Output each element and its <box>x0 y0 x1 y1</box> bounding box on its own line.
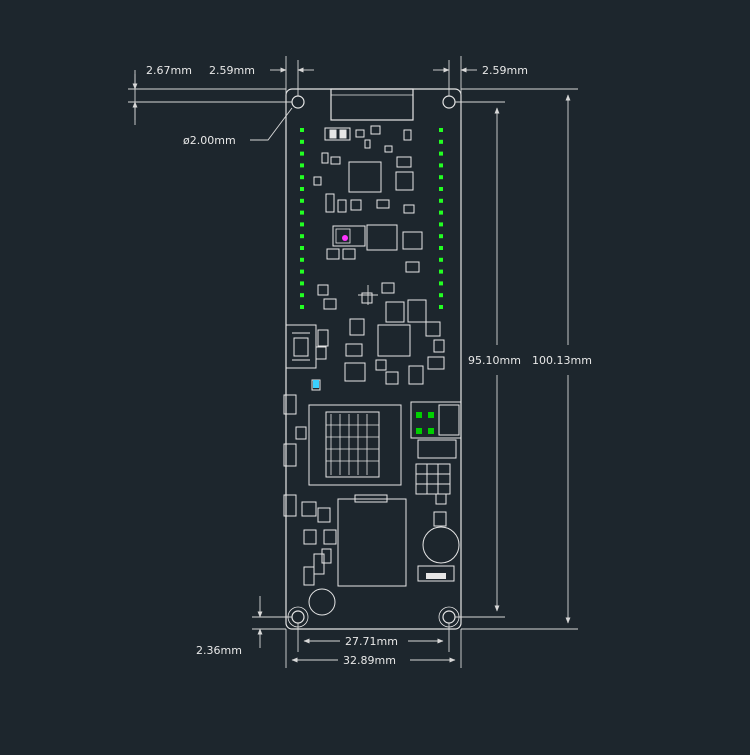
rf-module <box>332 225 366 247</box>
jumper-1 <box>283 394 297 415</box>
tactile-button <box>308 588 336 616</box>
dim-hole-span-width: 27.71mm <box>345 635 398 648</box>
pad-right <box>439 234 443 239</box>
dim-top-left-edge: 2.67mm <box>146 64 192 77</box>
pad-right <box>439 269 443 274</box>
pad-right <box>439 293 443 298</box>
pin-header-pads <box>300 128 443 309</box>
smd-part <box>324 127 351 141</box>
dim-top-left-hole: 2.59mm <box>209 64 255 77</box>
pad-right <box>439 305 443 309</box>
pin1-marker <box>342 235 348 241</box>
dimension-labels: 2.67mm 2.59mm 2.59mm ø2.00mm 95.10mm 100… <box>146 64 592 667</box>
mount-hole-bottom-right <box>442 610 456 624</box>
pad-right <box>439 139 443 144</box>
top-connector <box>330 88 414 121</box>
display-module <box>308 404 402 486</box>
pad-right <box>439 151 443 156</box>
sd-card-slot <box>337 498 407 587</box>
pad-left <box>300 151 304 156</box>
pad-left <box>300 210 304 215</box>
right-module <box>410 401 462 439</box>
pad-left <box>300 175 304 180</box>
pad-left <box>300 293 304 298</box>
jumper-3 <box>283 494 297 517</box>
ic-chip-3 <box>377 324 411 357</box>
ic-chip-1 <box>348 161 382 193</box>
pad-right <box>439 222 443 227</box>
pad-right <box>439 198 443 203</box>
pad-left <box>300 269 304 274</box>
dim-hole-span-height: 95.10mm <box>468 354 521 367</box>
pad-right <box>439 128 443 132</box>
pad-left <box>300 198 304 203</box>
dimension-lines <box>128 56 578 668</box>
antenna-chip <box>417 565 455 582</box>
display-grid <box>326 414 379 475</box>
pad-left <box>300 234 304 239</box>
ic-chip-2 <box>402 231 423 250</box>
pad-right <box>439 163 443 168</box>
pad-left <box>300 163 304 168</box>
dim-hole-diameter: ø2.00mm <box>183 134 236 147</box>
dim-board-height: 100.13mm <box>532 354 592 367</box>
pad-left <box>300 305 304 309</box>
pad-left <box>300 187 304 191</box>
pad-left <box>300 246 304 250</box>
accents <box>313 235 446 579</box>
pad-left <box>300 222 304 227</box>
pad-left <box>300 281 304 286</box>
dim-top-right-hole: 2.59mm <box>482 64 528 77</box>
pad-right <box>439 175 443 180</box>
buzzer <box>422 526 460 564</box>
mount-hole-top-left <box>291 95 305 109</box>
pad-right <box>439 246 443 250</box>
usb-connector <box>285 324 317 369</box>
pad-right <box>439 187 443 191</box>
components <box>283 125 462 628</box>
dim-bottom-edge: 2.36mm <box>196 644 242 657</box>
mount-hole-top-right <box>442 95 456 109</box>
jumper-2 <box>283 443 297 467</box>
pad-left <box>300 128 304 132</box>
dim-board-width: 32.89mm <box>343 654 396 667</box>
pad-left <box>300 139 304 144</box>
board-outline <box>285 88 462 630</box>
board <box>285 88 462 630</box>
pad-right <box>439 281 443 286</box>
pad-right <box>439 210 443 215</box>
pad-left <box>300 257 304 262</box>
mount-hole-bottom-left <box>291 610 305 624</box>
pad-right <box>439 257 443 262</box>
button-block <box>415 463 451 495</box>
